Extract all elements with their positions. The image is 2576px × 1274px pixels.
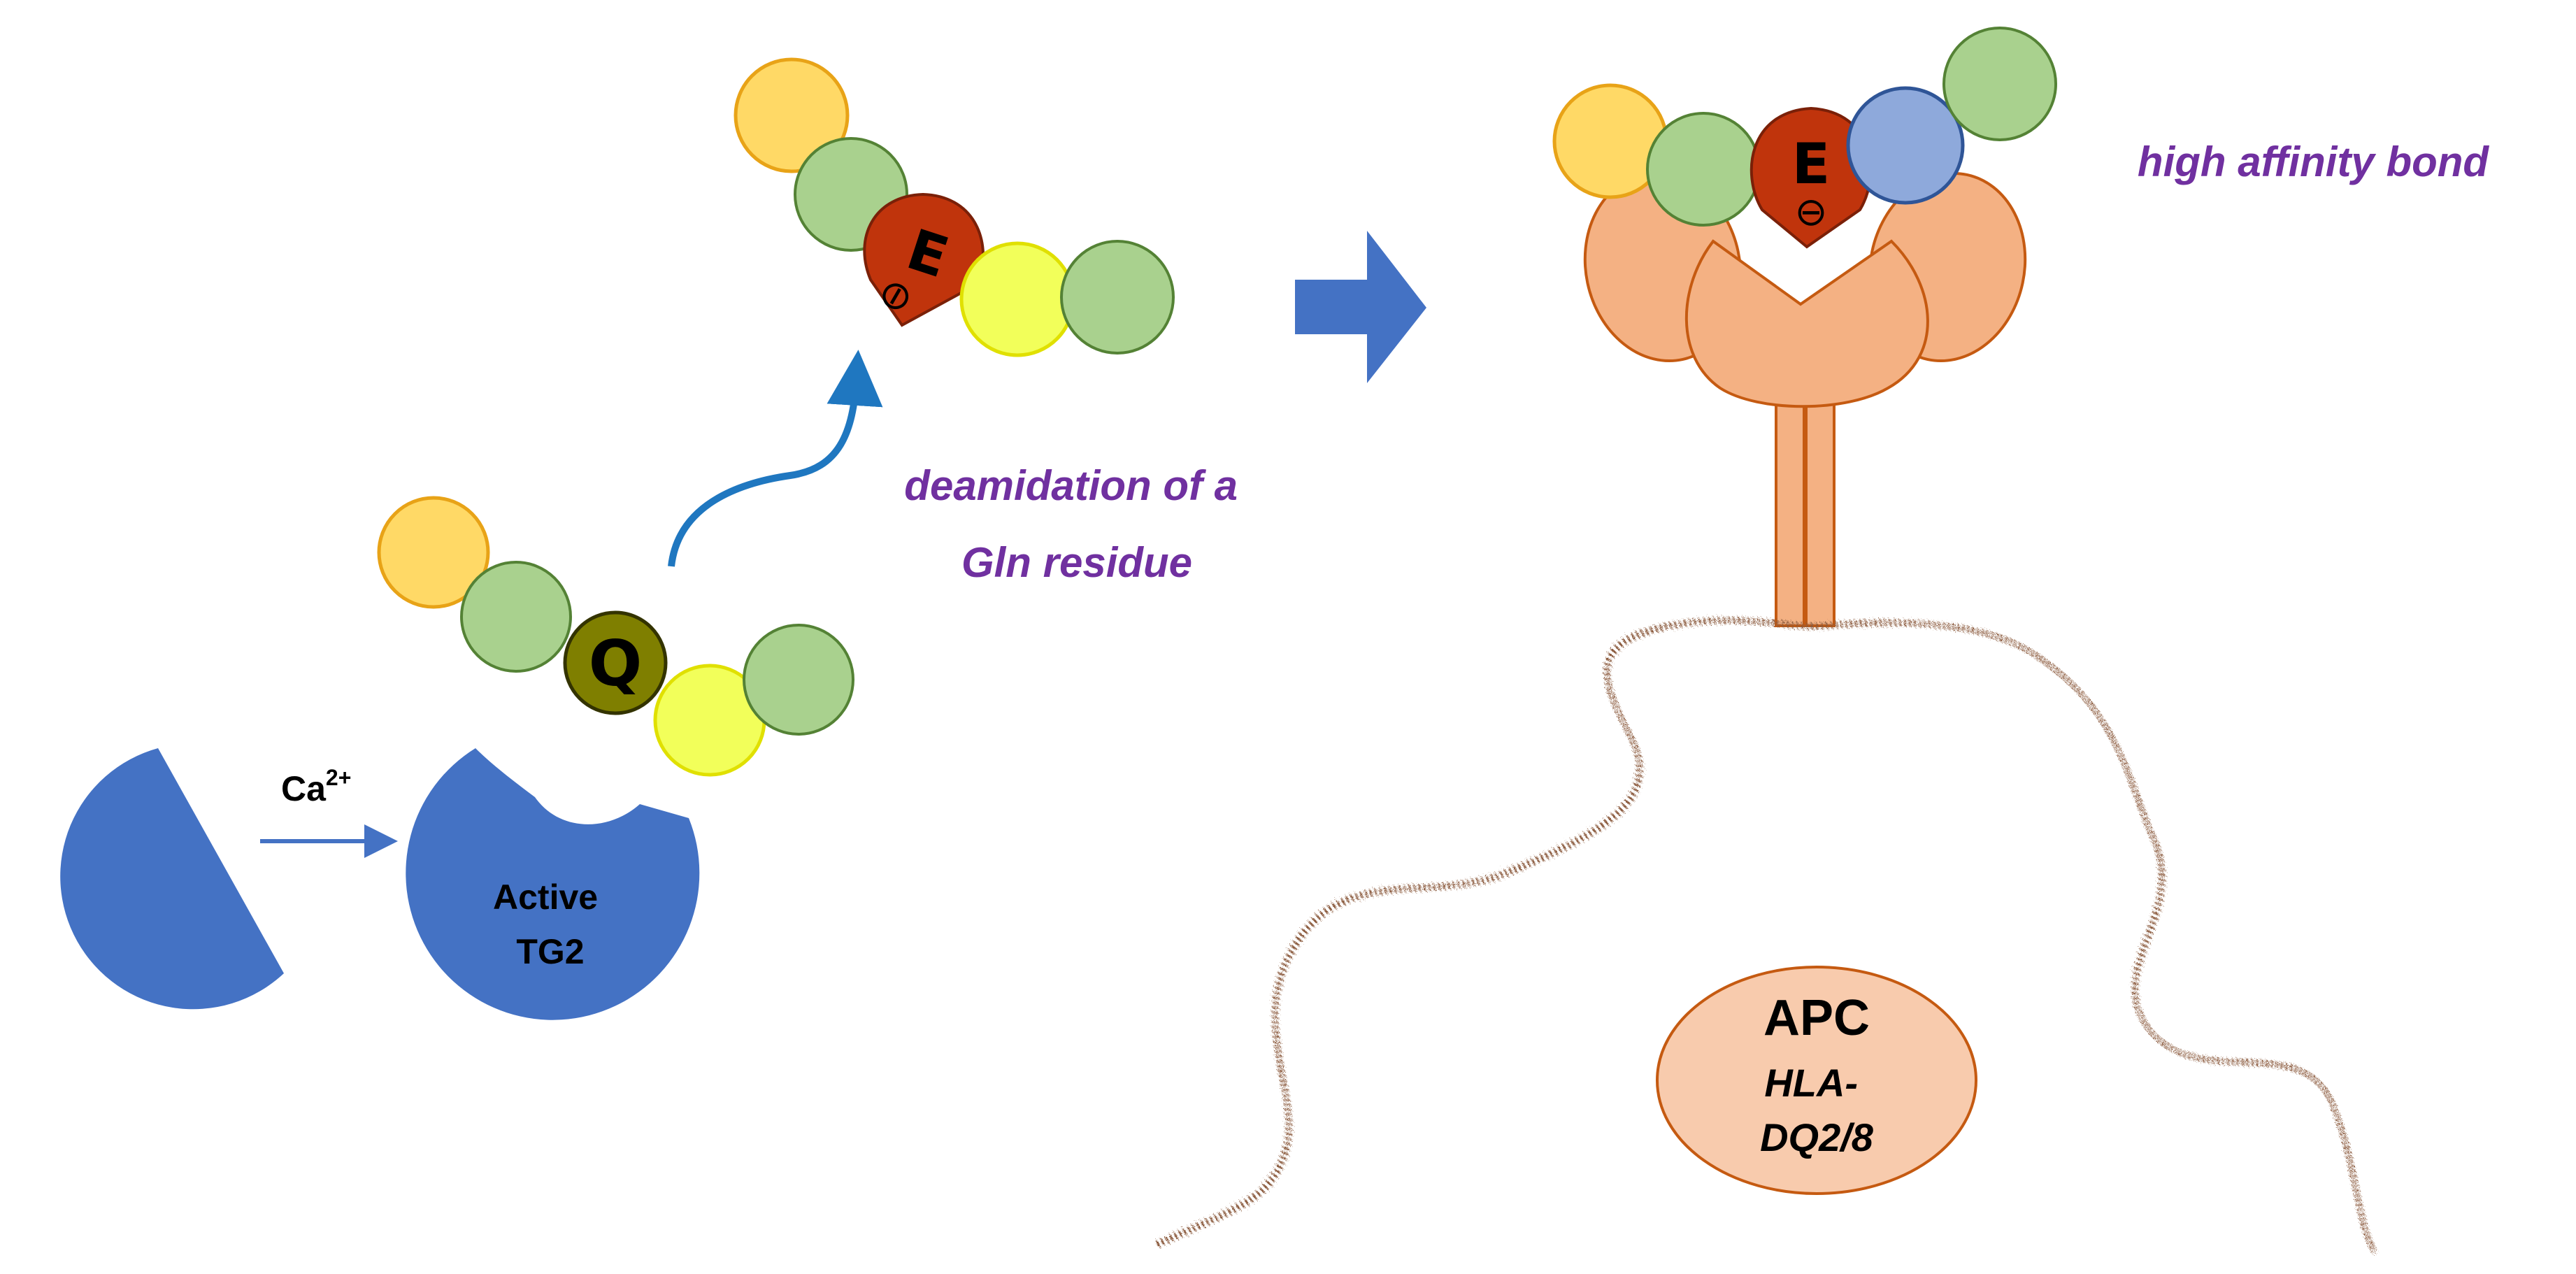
bound-peptide — [1552, 27, 2057, 249]
peptide-residue-orange — [734, 57, 850, 173]
glutamate-residue — [863, 192, 985, 327]
apc-hla-line1: HLA- — [1764, 1061, 1858, 1105]
peptide-residue-orange — [377, 496, 490, 609]
high-affinity-bond-label: high affinity bond — [2138, 138, 2489, 185]
apc-hla-label: HLA- DQ2/8 — [1760, 1061, 1874, 1159]
glutamine-label: Q — [589, 627, 643, 701]
peptide-residue-green — [1646, 112, 1761, 227]
peptide-residue-blue — [1846, 86, 1965, 205]
peptide-residue-green-end — [743, 624, 854, 736]
hla-stem-left — [1775, 376, 1805, 627]
apc-nucleus — [1656, 966, 1977, 1195]
apc-hla-line2: DQ2/8 — [1760, 1115, 1874, 1159]
peptide-residue-green-end — [1942, 27, 2057, 141]
deamidation-label-line1: deamidation of a — [904, 462, 1238, 509]
apc-cell-membrane — [1155, 617, 2377, 1254]
peptide-residue-green — [460, 561, 572, 673]
peptide-residue-green-end — [1060, 240, 1175, 355]
hla-stem-right — [1805, 376, 1836, 627]
deamidation-label: deamidation of a Gln residue — [904, 462, 1249, 586]
hla-molecule — [1583, 171, 2027, 627]
deamidation-label-line2: Gln residue — [961, 539, 1192, 586]
calcium-ion-label: Ca2+ — [281, 765, 351, 808]
apc-cell — [1656, 966, 1977, 1195]
bound-glutamate-label: E — [1792, 131, 1831, 196]
process-block-arrow — [1295, 231, 1426, 383]
inactive-tg2-enzyme — [60, 748, 284, 1010]
peptide-residue-yellow — [959, 241, 1075, 357]
calcium-charge: 2+ — [326, 765, 351, 790]
active-tg2-label-line1: Active — [493, 878, 598, 917]
active-tg2-label: Active TG2 — [493, 878, 608, 971]
native-peptide — [377, 496, 854, 777]
deamidated-peptide — [734, 57, 1175, 357]
active-tg2-enzyme — [406, 748, 700, 1020]
active-tg2-label-line2: TG2 — [516, 932, 584, 971]
deamidation-arrow — [668, 350, 883, 567]
apc-title: APC — [1763, 990, 1870, 1046]
bound-negative-charge-symbol: ⊖ — [1795, 189, 1828, 234]
hla-binding-groove — [1684, 239, 1929, 408]
glutamine-residue — [563, 610, 668, 715]
